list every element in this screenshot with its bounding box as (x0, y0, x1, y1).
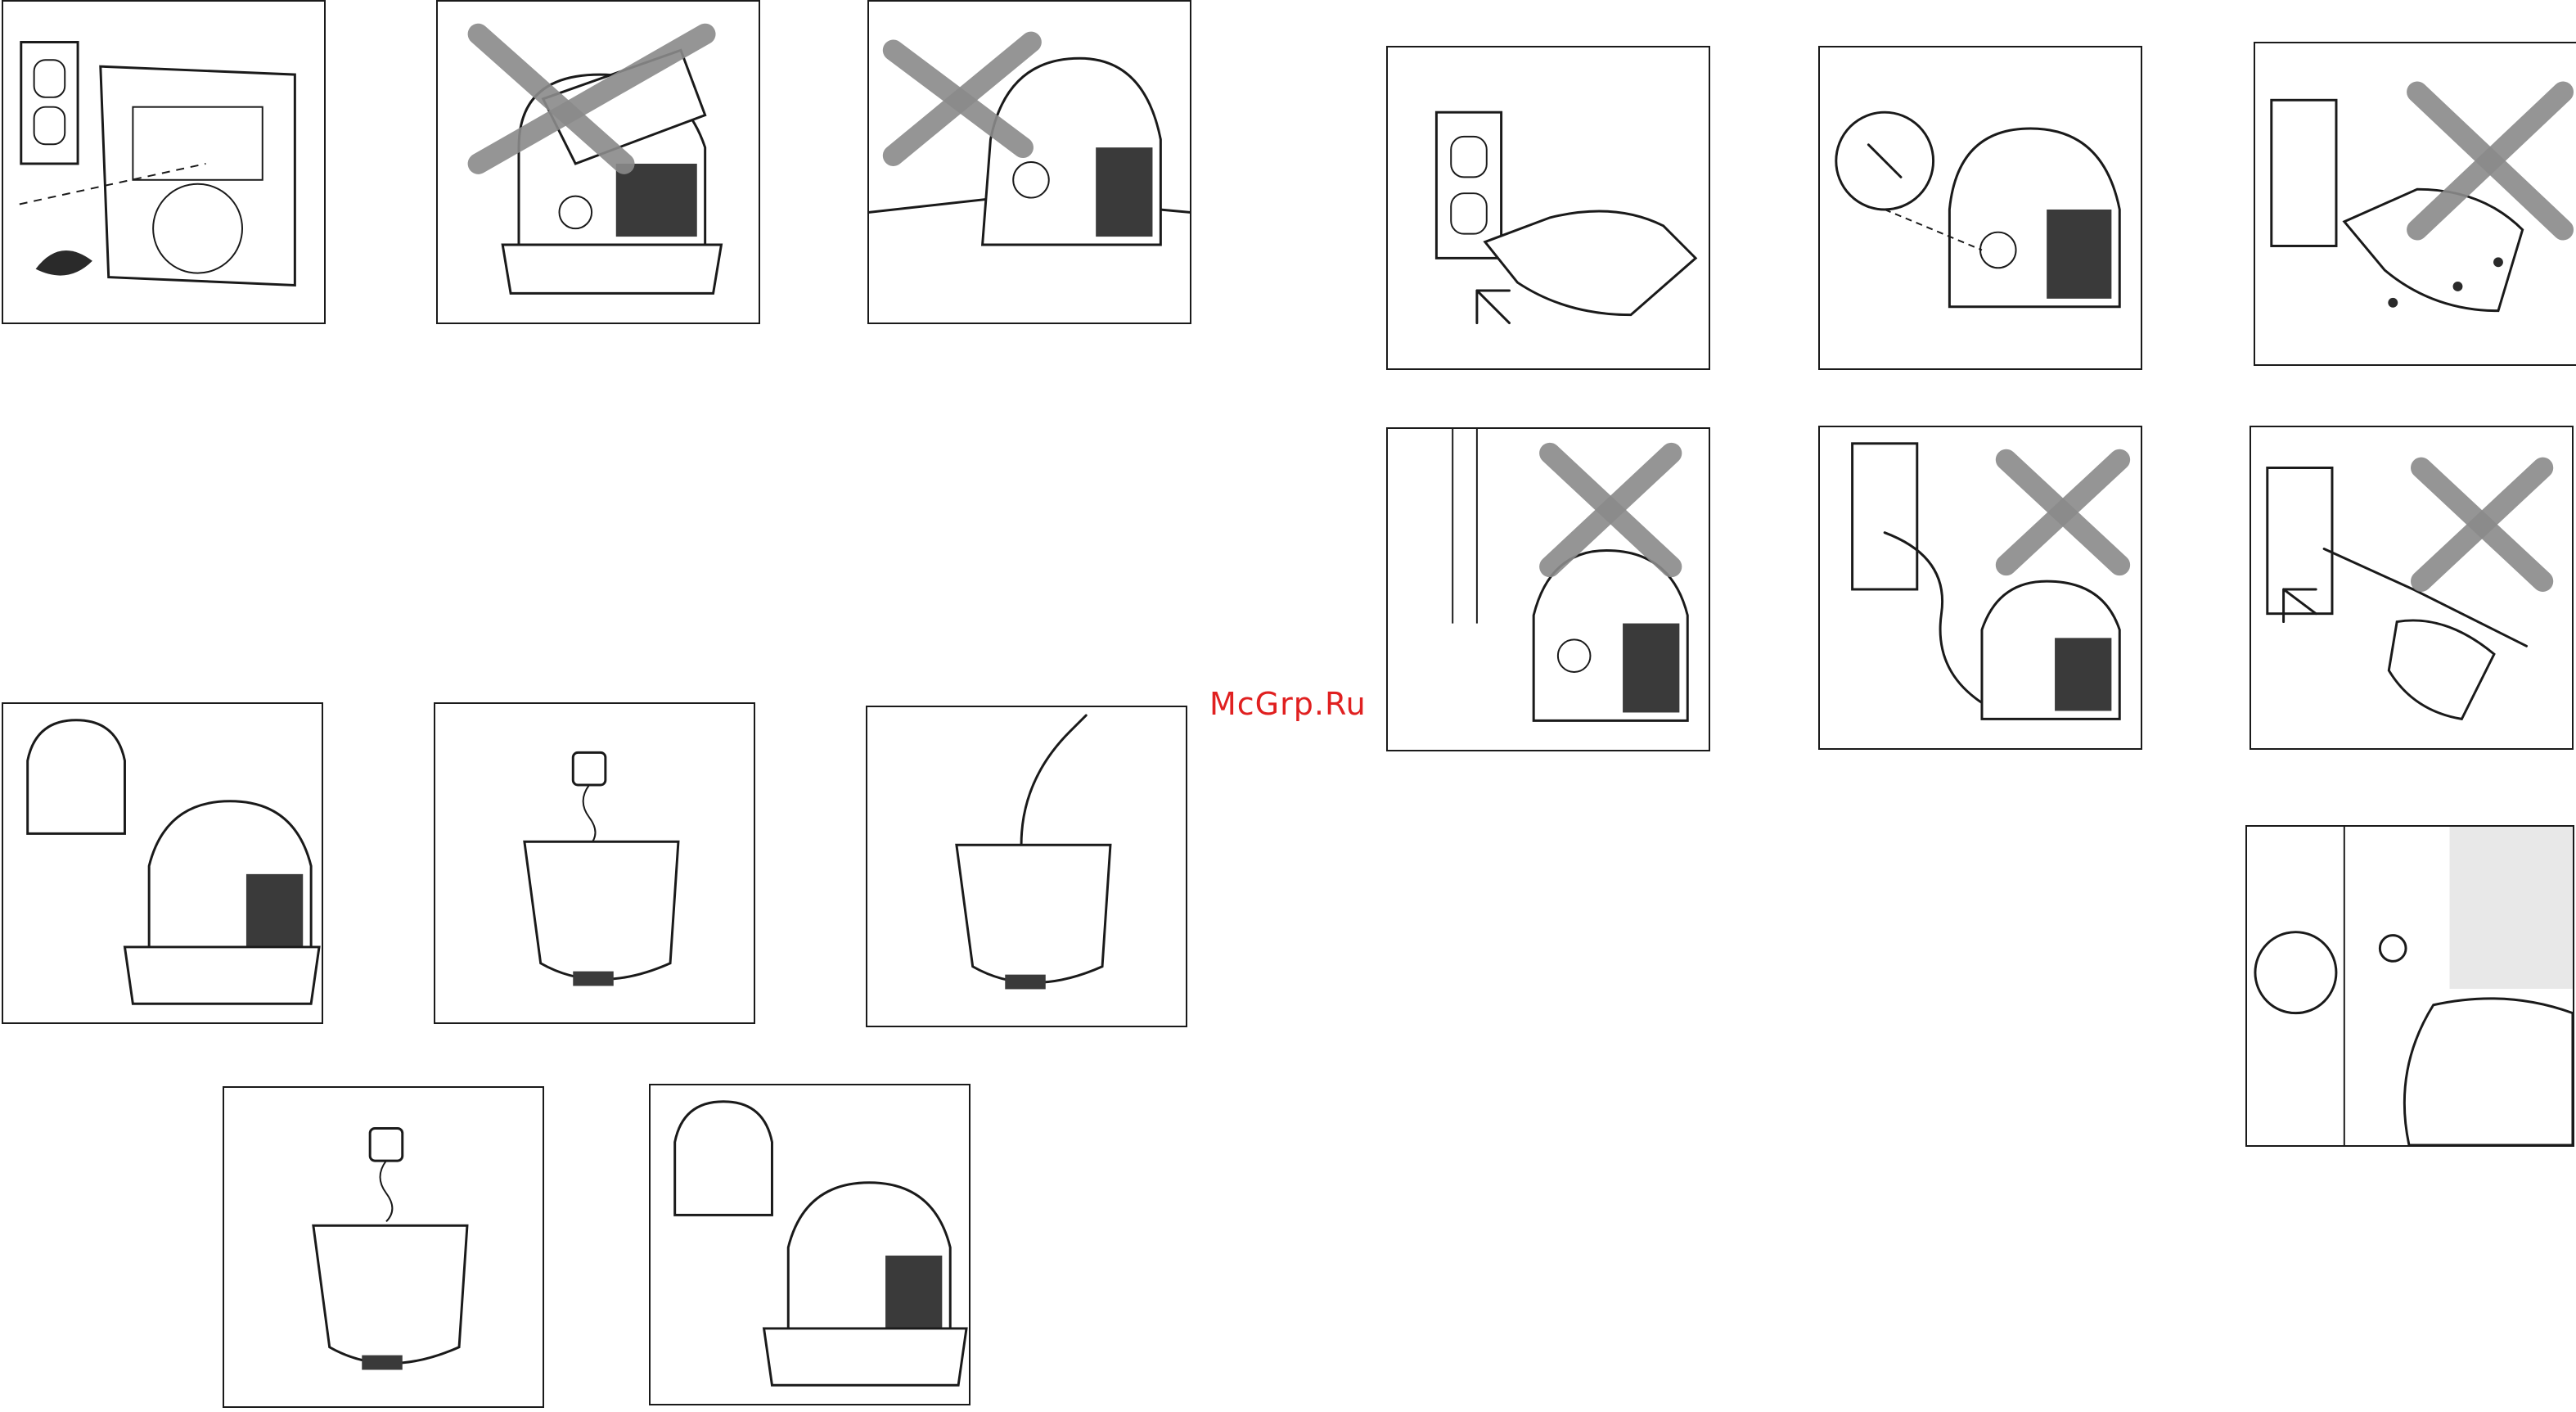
tank-icon (28, 720, 125, 834)
power-button (2380, 936, 2406, 962)
hand (2389, 620, 2494, 719)
eye-icon (36, 250, 92, 276)
panel-do-not-cover (436, 0, 760, 324)
panel-wall-mount-bracket (2, 0, 326, 324)
panel-pull-cord-warning (2249, 426, 2574, 750)
hose-icon (1021, 715, 1086, 845)
cap-icon (370, 1128, 403, 1161)
panel-screw-cap (223, 1086, 544, 1408)
panel-cord-under-unit (1818, 426, 2142, 750)
wall-outlet (2268, 467, 2332, 613)
panel-thermostat-knob (1818, 46, 2142, 370)
heater-grill (2450, 827, 2573, 989)
mount-bracket (101, 66, 295, 285)
heater-grill (2055, 638, 2111, 711)
wet-hands-illustration (2255, 43, 2576, 364)
knob-icon (2255, 932, 2336, 1013)
heater-grill (246, 874, 303, 955)
tank-icon (675, 1102, 772, 1216)
edge-warning-illustration (869, 2, 1190, 323)
watermark-text: McGrp.Ru (1209, 686, 1367, 722)
heater-grill (2047, 210, 2111, 299)
heater-base (502, 245, 721, 293)
arrow-icon (1477, 291, 1510, 323)
finger-icon (2404, 999, 2573, 1145)
panel-reinsert-tank (649, 1084, 971, 1405)
water-drop (2388, 298, 2398, 308)
wall-mount-illustration (3, 2, 324, 323)
panel-fill-tank (866, 706, 1187, 1027)
wall-outlet (1853, 444, 1917, 589)
panel-curtain-warning (1386, 427, 1710, 751)
screw-cap-illustration (224, 1088, 543, 1406)
water-tank (525, 841, 678, 979)
panel-wet-hands-warning (2254, 42, 2576, 366)
curtain (1452, 429, 1477, 624)
cord-illustration (1820, 427, 2141, 748)
panel-plug-into-outlet (1386, 46, 1710, 370)
heater-grill (885, 1256, 942, 1337)
cover-warning-illustration (438, 2, 759, 323)
fill-tank-illustration (867, 707, 1186, 1026)
panel-unscrew-cap (434, 702, 755, 1024)
remove-tank-illustration (3, 704, 322, 1022)
pull-cord-illustration (2251, 427, 2572, 748)
wall-outlet (1436, 112, 1501, 258)
plug-illustration (1388, 47, 1709, 368)
unscrew-cap-illustration (435, 704, 754, 1022)
reinsert-tank-illustration (651, 1085, 969, 1404)
wall-outlet (2272, 100, 2336, 246)
panel-do-not-place-near-edge (867, 0, 1191, 324)
panel-remove-tank (2, 702, 323, 1024)
power-button-illustration (2247, 827, 2573, 1145)
heater-grill (1623, 624, 1679, 713)
knob-illustration (1820, 47, 2141, 368)
heater-base (764, 1329, 966, 1385)
panel-power-button (2245, 825, 2574, 1147)
curtain-illustration (1388, 429, 1709, 750)
water-tank (957, 845, 1110, 982)
heater-base (124, 947, 319, 1004)
heater-grill (1096, 147, 1152, 237)
hand (1485, 211, 1696, 315)
heater-grill (616, 164, 697, 237)
water-tank (313, 1225, 467, 1363)
cap-icon (573, 752, 606, 785)
